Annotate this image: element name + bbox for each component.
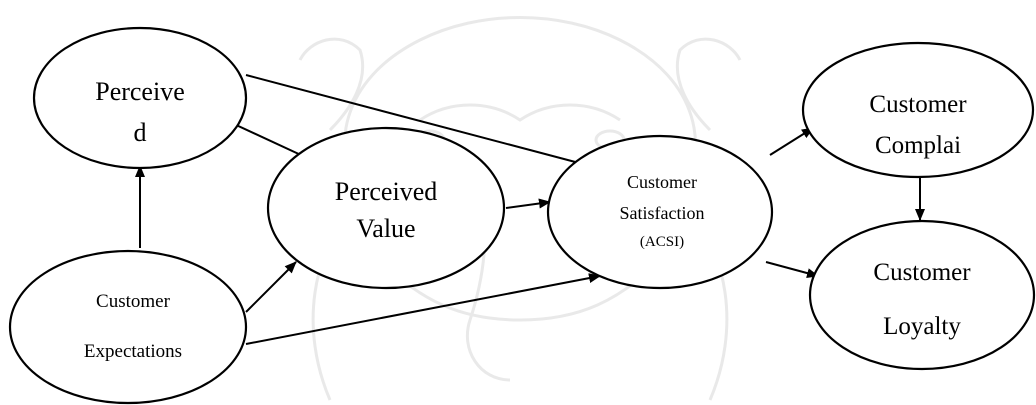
node-customer-expectations: Customer Expectations — [8, 249, 248, 405]
edge-satisfaction-to-loyalty — [765, 261, 819, 278]
edge-expectations-to-satisfaction — [245, 273, 601, 345]
label-line: Perceive — [95, 77, 185, 106]
node-customer-complaints-label-line2: Complai — [875, 132, 961, 159]
edge-perceived-quality-to-satisfaction — [245, 74, 599, 171]
edges — [135, 74, 925, 345]
node-customer-loyalty: Customer Loyalty — [808, 219, 1036, 371]
node-customer-expectations-label: Customer — [96, 291, 171, 312]
node-ellipse — [266, 126, 506, 290]
node-customer-expectations-label-line2: Expectations — [84, 341, 182, 362]
node-perceived-value: Perceived Value — [266, 126, 506, 290]
node-customer-satisfaction: Customer Satisfaction (ACSI) — [546, 134, 774, 290]
node-ellipse — [546, 134, 774, 290]
node-ellipse — [32, 26, 248, 170]
node-customer-loyalty-label-line2: Loyalty — [883, 313, 961, 340]
node-customer-satisfaction-label: Customer — [627, 172, 697, 192]
node-ellipse — [808, 219, 1036, 371]
edge-satisfaction-to-complaints — [769, 127, 814, 156]
node-ellipse — [8, 249, 248, 405]
edge-perceived-value-to-satisfaction — [505, 198, 551, 209]
node-perceived-quality-label-line2: d — [134, 118, 147, 147]
node-customer-complaints-label: Customer — [869, 91, 967, 118]
node-customer-loyalty-label: Customer — [873, 259, 971, 286]
label-line: d — [134, 118, 147, 147]
node-perceived-quality-label: Perceive — [95, 77, 185, 106]
edge-expectations-to-perceived-value — [245, 261, 297, 313]
node-ellipse — [801, 41, 1035, 179]
node-customer-satisfaction-label-line2: Satisfaction — [620, 203, 705, 223]
node-perceived-value-label-line2: Value — [356, 214, 415, 243]
node-perceived-quality: Perceive d — [32, 26, 248, 170]
node-customer-satisfaction-label-line3: (ACSI) — [640, 234, 684, 250]
node-customer-complaints: Customer Complai — [801, 41, 1035, 179]
node-perceived-value-label: Perceived — [335, 177, 438, 206]
